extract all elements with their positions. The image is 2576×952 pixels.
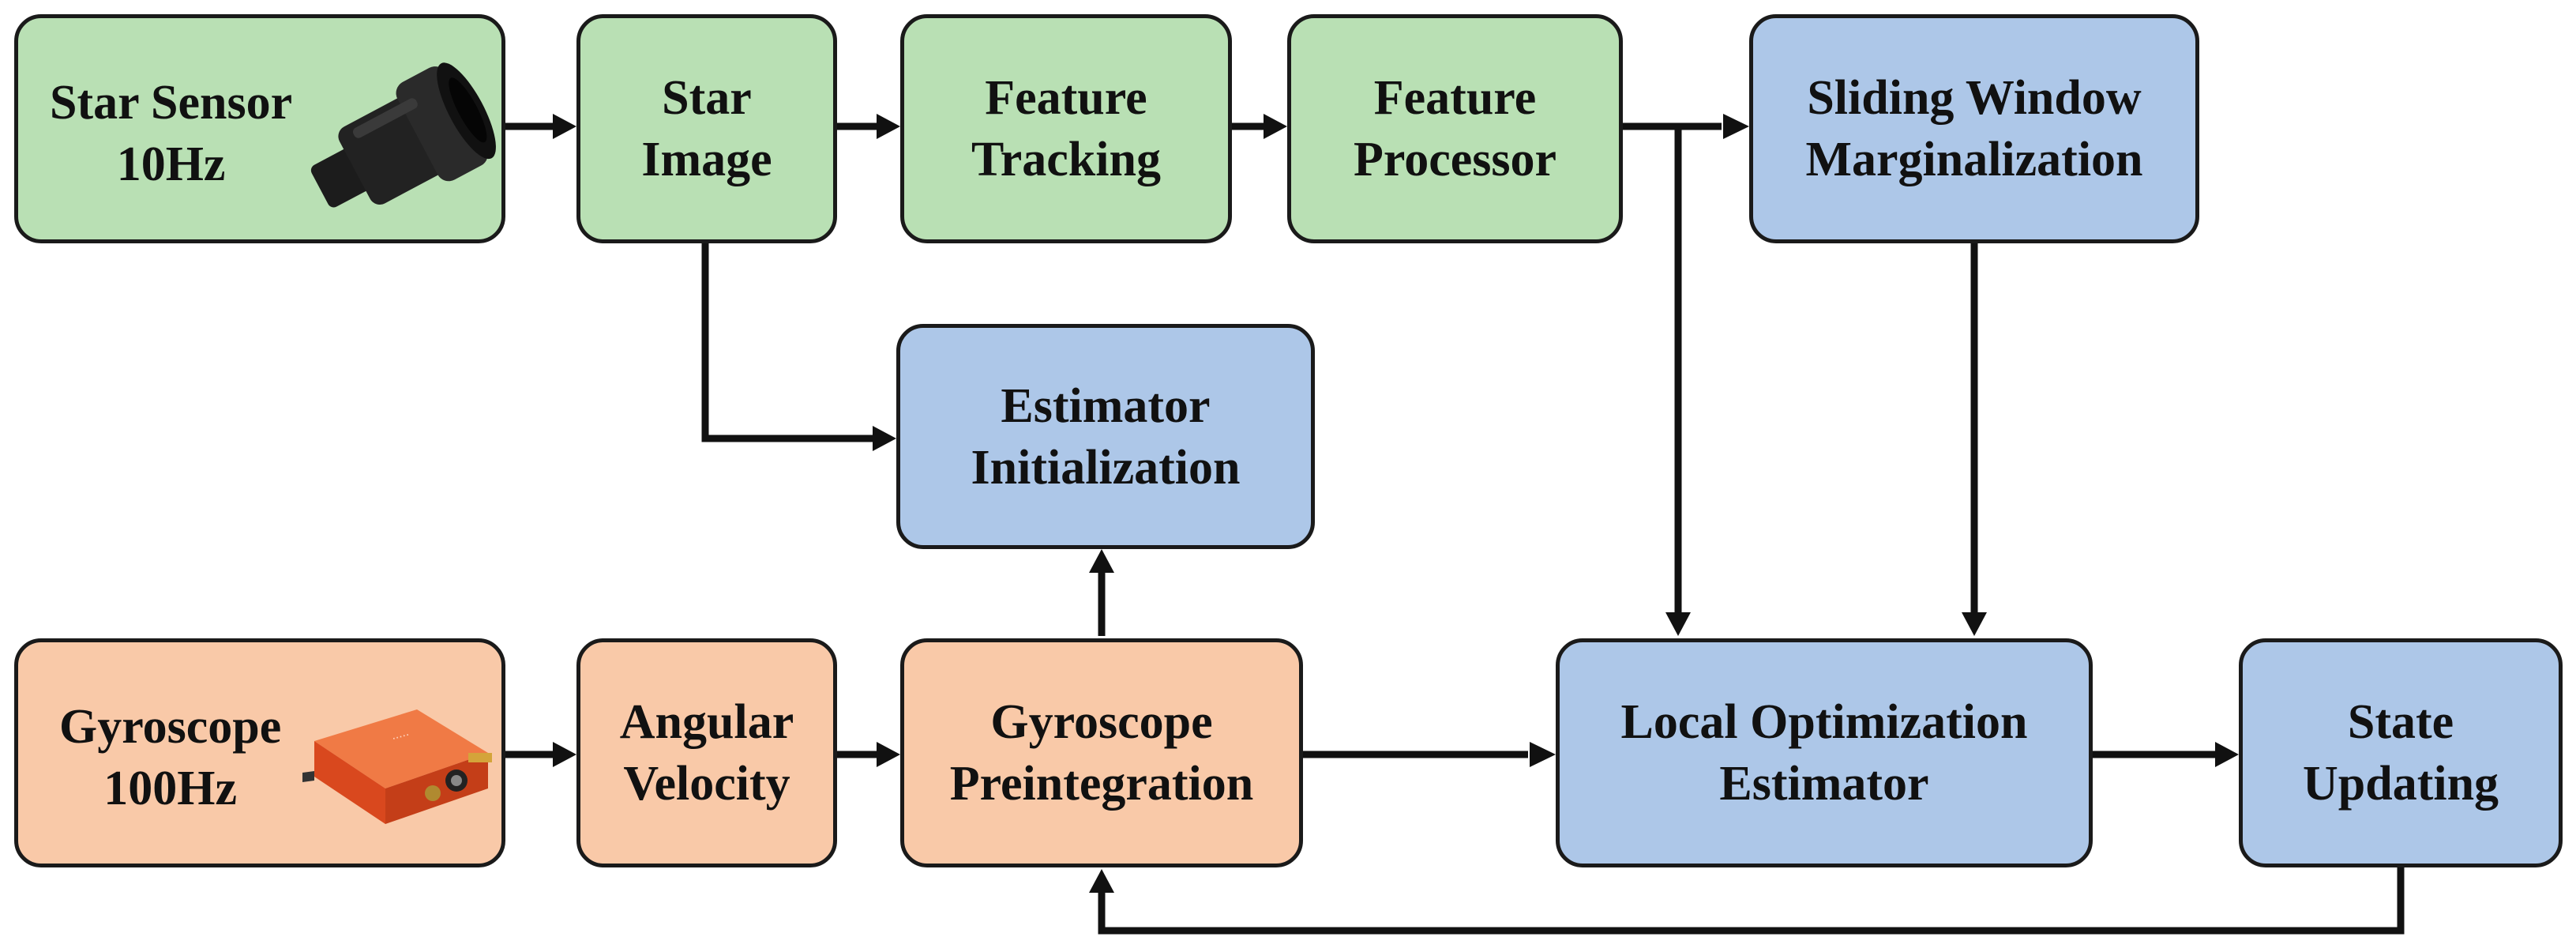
arrowhead — [1962, 612, 1987, 636]
gyroscope-label: Gyroscope 100Hz — [59, 700, 282, 815]
star-image-label: Star Image — [641, 71, 772, 186]
angular-velocity-node[interactable]: Angular Velocity — [576, 638, 837, 867]
gyroscope-node[interactable]: Gyroscope 100Hz ····· — [14, 638, 505, 867]
arrow-starimage-to-init — [701, 243, 873, 442]
star-sensor-node[interactable]: Star Sensor 10Hz — [14, 14, 505, 243]
gyroscope-imu-icon: ····· — [302, 709, 492, 824]
angular-velocity-label: Angular Velocity — [619, 695, 794, 811]
arrowhead — [1089, 549, 1114, 573]
feature-tracking-node[interactable]: Feature Tracking — [900, 14, 1232, 243]
arrowhead — [1723, 114, 1749, 139]
arrowhead — [553, 114, 576, 139]
arrowhead — [553, 742, 576, 767]
arrowhead — [1665, 612, 1691, 636]
local-optimization-estimator-node[interactable]: Local Optimization Estimator — [1556, 638, 2093, 867]
sliding-window-node[interactable]: Sliding Window Marginalization — [1749, 14, 2199, 243]
star-sensor-camera-icon — [310, 62, 496, 208]
star-image-node[interactable]: Star Image — [576, 14, 837, 243]
arrowhead — [1530, 742, 1556, 767]
arrowhead — [873, 426, 896, 451]
star-sensor-label: Star Sensor 10Hz — [50, 76, 293, 191]
svg-text:·····: ····· — [391, 729, 411, 746]
sliding-window-label: Sliding Window Marginalization — [1805, 71, 2143, 186]
arrowhead — [1264, 114, 1287, 139]
gyroscope-preintegration-node[interactable]: Gyroscope Preintegration — [900, 638, 1303, 867]
state-updating-node[interactable]: State Updating — [2239, 638, 2563, 867]
feature-tracking-label: Feature Tracking — [971, 71, 1161, 186]
estimator-initialization-label: Estimator Initialization — [971, 378, 1241, 495]
arrowhead — [877, 742, 900, 767]
state-updating-label: State Updating — [2302, 695, 2499, 811]
estimator-initialization-node[interactable]: Estimator Initialization — [896, 324, 1315, 549]
feature-processor-label: Feature Processor — [1353, 71, 1557, 186]
arrow-state-to-preint-feedback — [1098, 867, 2405, 935]
arrowhead — [1089, 869, 1114, 893]
local-optimization-estimator-label: Local Optimization Estimator — [1620, 695, 2028, 811]
arrowhead — [2215, 742, 2239, 767]
gyroscope-preintegration-label: Gyroscope Preintegration — [949, 695, 1254, 811]
arrowhead — [877, 114, 900, 139]
feature-processor-node[interactable]: Feature Processor — [1287, 14, 1623, 243]
